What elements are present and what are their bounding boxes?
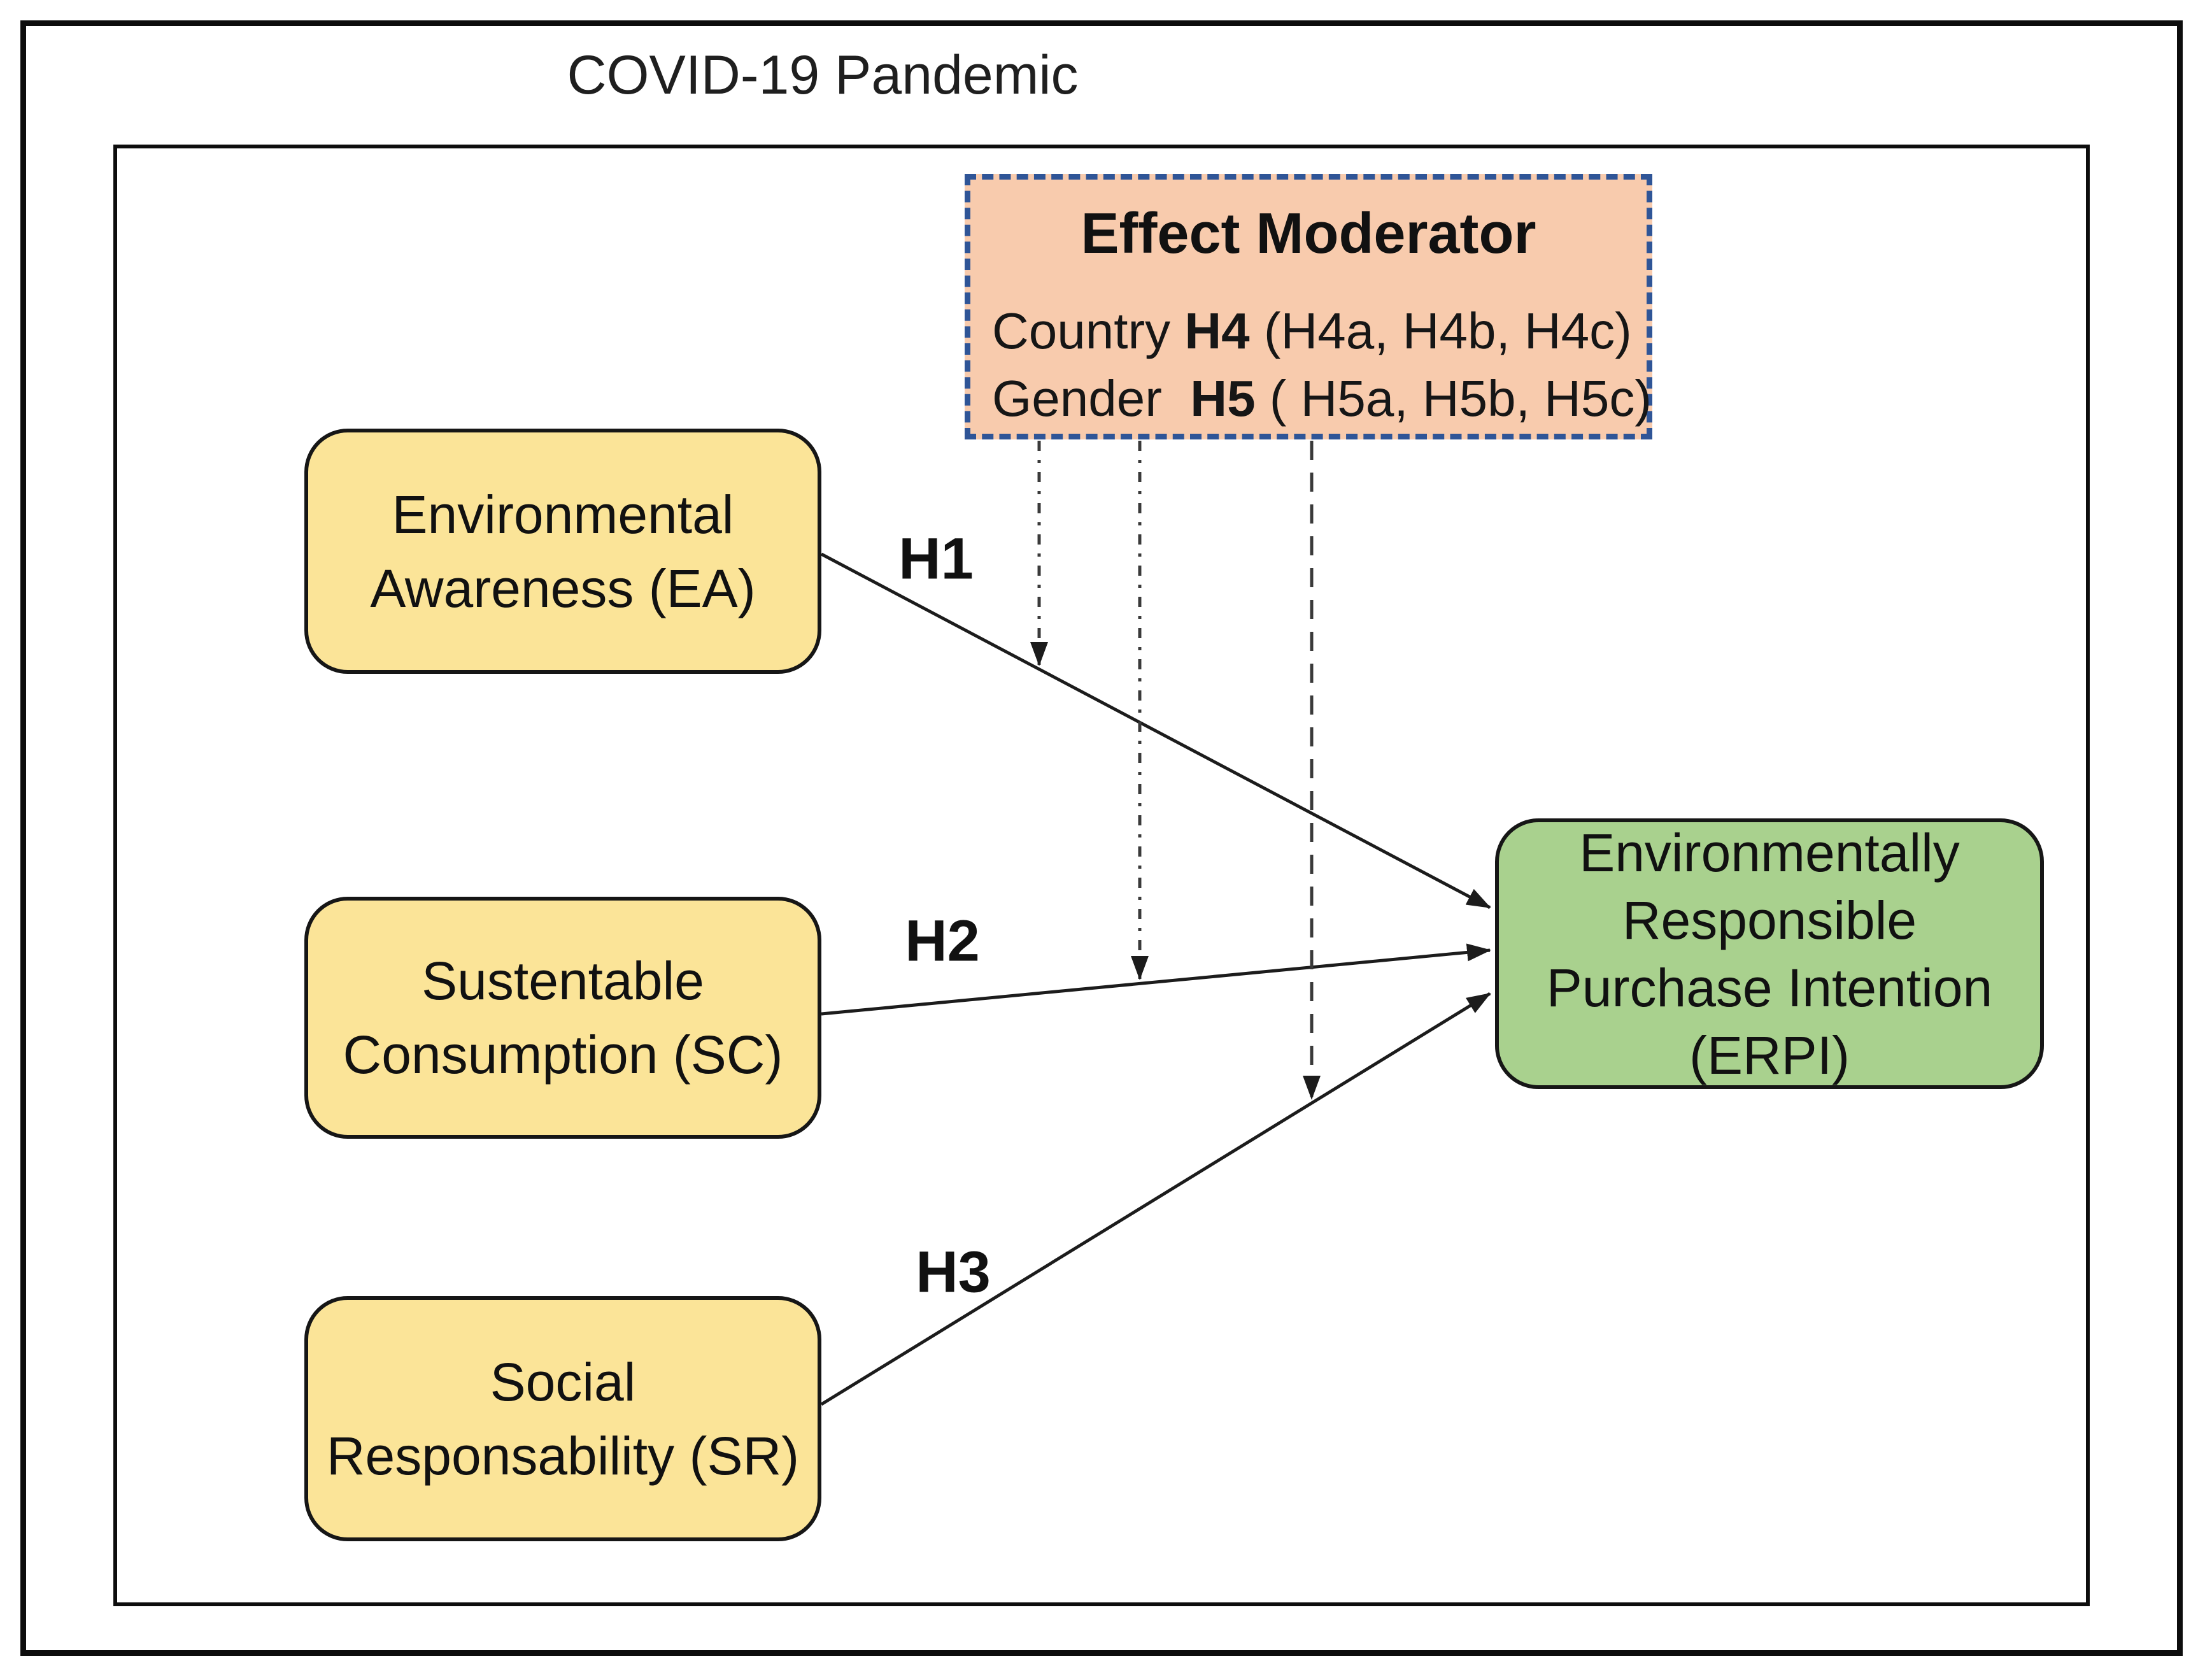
hypothesis-label-h3: H3 [916,1239,991,1305]
moderator-gender-sub: ( H5a, H5b, H5c) [1255,370,1652,427]
hypothesis-label-h2: H2 [905,908,980,974]
erpi-label-line3: Purchase Intention [1546,957,1993,1018]
sc-label-line2: Consumption (SC) [343,1025,783,1085]
sr-label-line1: Social [490,1351,636,1412]
effect-moderator-box: Effect Moderator Country H4 (H4a, H4b, H… [965,174,1652,439]
moderator-country-h4: H4 [1184,303,1250,359]
moderator-country-sub: (H4a, H4b, H4c) [1249,303,1632,359]
erpi-label-line4: (ERPI) [1689,1025,1850,1085]
sr-label-line2: Responsability (SR) [326,1425,800,1486]
erpi-label-line1: Environmentally [1579,822,1960,883]
outer-frame [20,20,2183,1656]
construct-box-sustentable-consumption: Sustentable Consumption (SC) [304,897,821,1139]
moderator-gender-label: Gender [992,370,1191,427]
hypothesis-label-h1: H1 [898,526,974,592]
construct-box-environmental-awareness: Environmental Awareness (EA) [304,429,821,674]
diagram-title: COVID-19 Pandemic [567,45,1079,106]
moderator-country-label: Country [992,303,1185,359]
moderator-gender-h5: H5 [1190,370,1256,427]
moderator-country-line: Country H4 (H4a, H4b, H4c) [992,298,1632,364]
ea-label-line1: Environmental [392,484,734,545]
moderator-gender-line: Gender H5 ( H5a, H5b, H5c) [992,366,1652,432]
erpi-label-line2: Responsible [1622,890,1917,950]
ea-label-line2: Awareness (EA) [370,558,756,618]
outcome-box-erpi: Environmentally Responsible Purchase Int… [1495,818,2044,1089]
sc-label-line1: Sustentable [422,951,704,1011]
construct-box-social-responsability: Social Responsability (SR) [304,1296,821,1541]
effect-moderator-title: Effect Moderator [1081,202,1536,266]
